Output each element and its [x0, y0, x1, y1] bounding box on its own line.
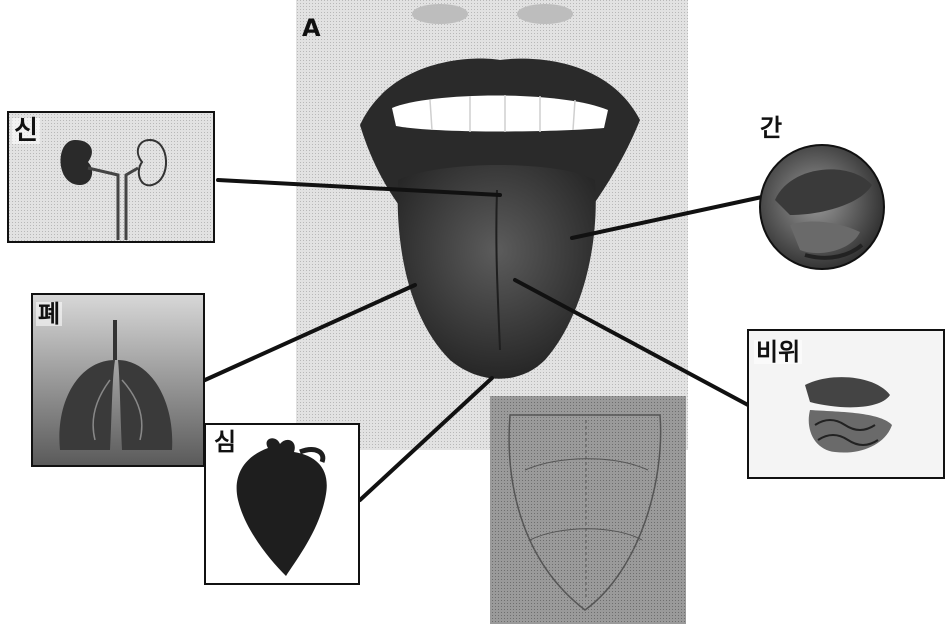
tongue-map-illustration — [490, 396, 686, 624]
organ-label-kidney: 신 — [12, 118, 40, 144]
organ-label-spleen-stomach: 비위 — [754, 340, 802, 364]
organ-label-heart: 심 — [212, 430, 238, 454]
figure-label: A — [302, 14, 321, 42]
organ-label-liver: 간 — [758, 116, 784, 140]
organ-label-lung: 폐 — [36, 302, 62, 326]
liver-illustration — [760, 145, 884, 269]
